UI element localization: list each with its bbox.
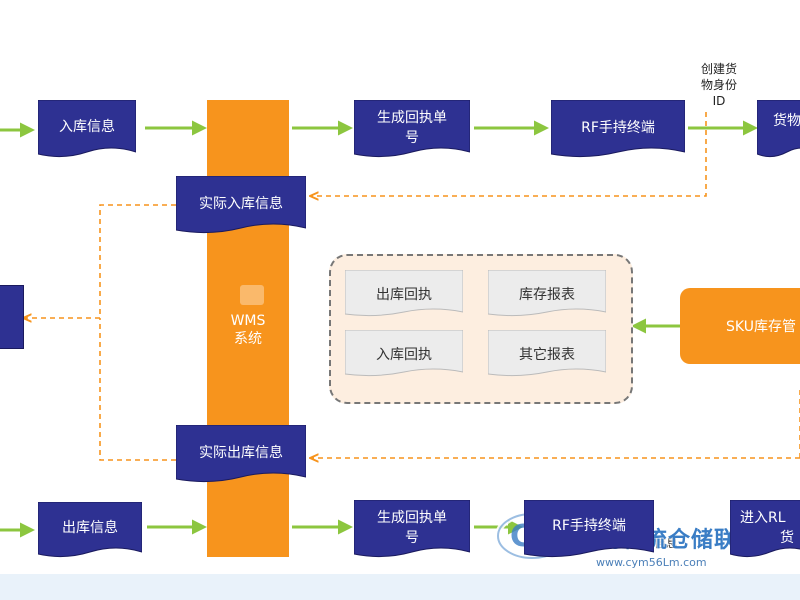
wms-faint-mark bbox=[240, 285, 264, 305]
enter-rl-line1: 进入RL bbox=[740, 510, 786, 526]
actual-outbound-node: 实际出库信息 bbox=[176, 425, 306, 487]
document-shape bbox=[38, 100, 136, 158]
outbound-info-label: 出库信息 bbox=[62, 520, 118, 536]
watermark-url: www.cym56Lm.com bbox=[596, 556, 707, 569]
receipt-bottom-line1: 生成回执单 bbox=[377, 510, 447, 526]
report-card-shape bbox=[345, 270, 463, 317]
report-other: 其它报表 bbox=[488, 330, 606, 378]
wms-label-line1: WMS bbox=[230, 313, 266, 329]
report-other-label: 其它报表 bbox=[519, 347, 575, 363]
outbound-info-node: 出库信息 bbox=[38, 502, 142, 562]
inbound-info-node: 入库信息 bbox=[38, 100, 136, 162]
report-outbound-receipt: 出库回执 bbox=[345, 270, 463, 318]
report-card-shape bbox=[345, 330, 463, 377]
document-shape bbox=[176, 176, 306, 234]
receipt-bottom-text: 生成回执单 号 bbox=[377, 508, 447, 548]
actual-inbound-node: 实际入库信息 bbox=[176, 176, 306, 238]
receipt-bottom-line2: 号 bbox=[405, 530, 419, 546]
annotation-line3: ID bbox=[712, 94, 726, 108]
document-shape bbox=[176, 425, 306, 483]
document-shape bbox=[38, 502, 142, 558]
sku-inventory-label: SKU库存管 bbox=[726, 319, 796, 335]
document-shape bbox=[730, 500, 800, 558]
actual-inbound-label: 实际入库信息 bbox=[199, 196, 283, 212]
footer-strip bbox=[0, 574, 800, 600]
document-shape bbox=[524, 500, 654, 558]
report-card-shape bbox=[488, 330, 606, 377]
report-inbound-receipt: 入库回执 bbox=[345, 330, 463, 378]
rf-terminal-bottom-label: RF手持终端 bbox=[552, 518, 626, 534]
report-inventory-label: 库存报表 bbox=[519, 287, 575, 303]
dashed-rf-to-actual-inbound bbox=[311, 112, 707, 196]
document-shape bbox=[354, 100, 470, 158]
annotation-line2: 物身份 bbox=[700, 78, 737, 92]
receipt-top-text: 生成回执单 号 bbox=[377, 108, 447, 148]
document-shape bbox=[757, 100, 800, 158]
dashed-actual-inbound-to-left bbox=[24, 204, 176, 318]
actual-outbound-label: 实际出库信息 bbox=[199, 445, 283, 461]
enter-rl-text: 进入RL 货 bbox=[740, 508, 794, 548]
rf-terminal-bottom-node: RF手持终端 bbox=[524, 500, 654, 562]
rf-terminal-top-label: RF手持终端 bbox=[581, 120, 655, 136]
document-shape bbox=[551, 100, 685, 158]
receipt-bottom-node: 生成回执单 号 bbox=[354, 500, 470, 562]
receipt-top-line2: 号 bbox=[405, 130, 419, 146]
enter-rl-node: 进入RL 货 bbox=[730, 500, 800, 562]
wms-label-line2: 系统 bbox=[234, 331, 262, 347]
report-inbound-receipt-label: 入库回执 bbox=[376, 347, 432, 363]
rf-terminal-top-node: RF手持终端 bbox=[551, 100, 685, 162]
document-shape bbox=[354, 500, 470, 558]
annotation-line1: 创建货 bbox=[700, 62, 737, 76]
left-edge-node bbox=[0, 285, 24, 349]
enter-rl-line2: 货 bbox=[780, 530, 794, 546]
inbound-info-label: 入库信息 bbox=[59, 119, 115, 135]
wms-system-label: WMS 系统 bbox=[207, 312, 289, 348]
report-inventory: 库存报表 bbox=[488, 270, 606, 318]
report-outbound-receipt-label: 出库回执 bbox=[376, 287, 432, 303]
sku-inventory-node: SKU库存管 bbox=[680, 288, 800, 364]
goods-label: 货物 bbox=[773, 113, 800, 129]
goods-node: 货物 bbox=[757, 100, 800, 162]
info-partial-tag: 信息 bbox=[654, 536, 679, 550]
create-goods-id-annotation: 创建货 物身份 ID bbox=[691, 61, 747, 109]
report-card-shape bbox=[488, 270, 606, 317]
receipt-top-line1: 生成回执单 bbox=[377, 110, 447, 126]
dashed-actual-outbound-to-left bbox=[99, 318, 176, 461]
receipt-top-node: 生成回执单 号 bbox=[354, 100, 470, 162]
